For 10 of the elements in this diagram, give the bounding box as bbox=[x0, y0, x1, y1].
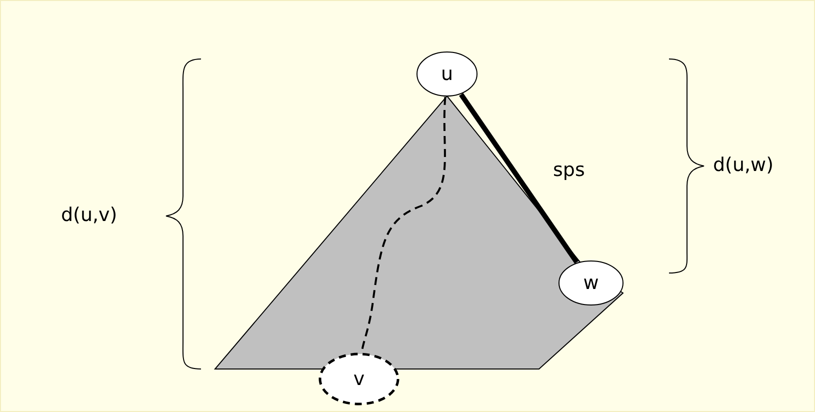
node-label: u bbox=[440, 63, 454, 85]
node-ellipse bbox=[319, 353, 399, 405]
node-ellipse bbox=[416, 51, 478, 97]
edge-label: sps bbox=[553, 161, 585, 180]
node-ellipse bbox=[558, 260, 624, 306]
node-label: w bbox=[583, 272, 599, 294]
distance-label: d(u,v) bbox=[61, 206, 118, 225]
tree-edge bbox=[459, 93, 579, 264]
node-label: v bbox=[353, 368, 365, 390]
distance-label: d(u,w) bbox=[713, 156, 774, 175]
